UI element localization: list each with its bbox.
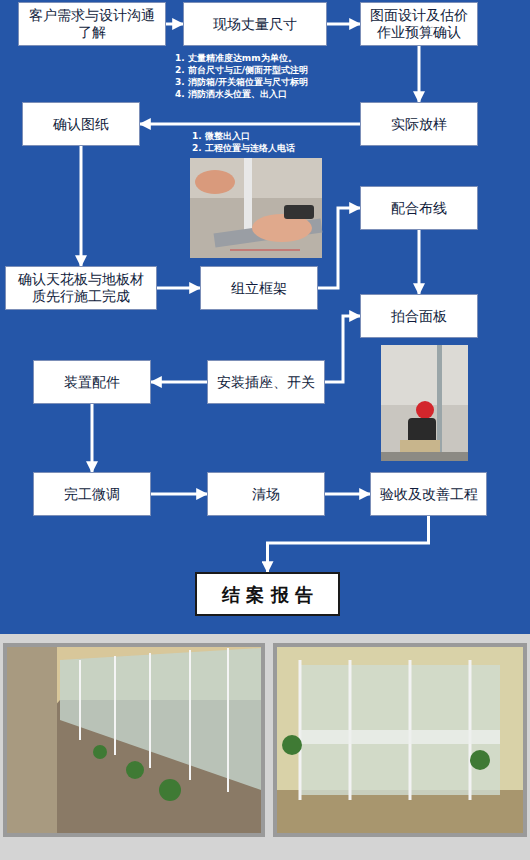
- process-box: 拍合面板: [360, 294, 478, 338]
- process-box: 组立框架: [200, 266, 318, 310]
- photo-drill: [190, 158, 322, 258]
- step-text: 配合布线: [391, 200, 447, 217]
- photo-office-right: [273, 643, 527, 837]
- process-box: 现场丈量尺寸: [183, 2, 327, 46]
- step-text: 清场: [252, 486, 280, 503]
- flow-arrow: [318, 208, 360, 288]
- flow-arrow: [418, 46, 421, 102]
- photo-office-left: [3, 643, 265, 837]
- step-text: 拍合面板: [391, 308, 447, 325]
- process-box: 验收及改善工程: [370, 472, 487, 516]
- flow-arrow: [91, 404, 94, 472]
- process-box: 确认图纸: [22, 102, 140, 146]
- process-box: 清场: [207, 472, 325, 516]
- blue-ground: [0, 0, 530, 634]
- process-box: 实际放样: [360, 102, 478, 146]
- flow-arrow: [151, 381, 207, 384]
- step-text: 装置配件: [64, 374, 120, 391]
- flow-arrow: [268, 516, 429, 572]
- step-text: 安装插座、开关: [217, 374, 315, 391]
- flow-arrow: [80, 146, 83, 266]
- flow-arrow: [325, 316, 360, 382]
- step-text: 实际放样: [391, 116, 447, 133]
- grey-ground: [0, 634, 530, 860]
- note-text: 4. 消防洒水头位置、出入口: [175, 88, 287, 100]
- process-box: 客户需求与设计沟通了解: [18, 2, 166, 46]
- process-box: 图面设计及估价作业预算确认: [360, 2, 478, 46]
- process-box: 完工微调: [33, 472, 151, 516]
- flow-arrow: [140, 123, 360, 126]
- step-text: 现场丈量尺寸: [213, 16, 297, 33]
- step-text: 图面设计及估价作业预算确认: [367, 7, 471, 41]
- flow-arrow: [327, 23, 360, 26]
- terminal-box: 结 案 报 告: [195, 572, 340, 616]
- process-box: 确认天花板与地板材质先行施工完成: [5, 266, 157, 310]
- note-text: 3. 消防箱/开关箱位置与尺寸标明: [175, 76, 308, 88]
- flow-arrow: [151, 493, 207, 496]
- step-text: 确认图纸: [53, 116, 109, 133]
- process-box: 配合布线: [360, 186, 478, 230]
- step-text: 客户需求与设计沟通了解: [25, 7, 159, 41]
- step-text: 完工微调: [64, 486, 120, 503]
- note-text: 1. 微整出入口: [192, 130, 250, 142]
- step-text: 确认天花板与地板材质先行施工完成: [12, 271, 150, 305]
- note-text: 2. 工程位置与连络人电话: [192, 142, 295, 154]
- note-text: 2. 前台尺寸与正/侧面开型式注明: [175, 64, 308, 76]
- step-text: 结 案 报 告: [222, 586, 313, 603]
- flow-arrow: [166, 23, 183, 26]
- step-text: 组立框架: [231, 280, 287, 297]
- process-box: 装置配件: [33, 360, 151, 404]
- process-box: 安装插座、开关: [207, 360, 325, 404]
- step-text: 验收及改善工程: [380, 486, 478, 503]
- flow-arrow: [418, 230, 421, 294]
- flow-arrow: [325, 493, 370, 496]
- photo-worker: [381, 345, 468, 461]
- flow-arrow: [157, 287, 200, 290]
- note-text: 1. 丈量精准度达mm为单位。: [175, 52, 297, 64]
